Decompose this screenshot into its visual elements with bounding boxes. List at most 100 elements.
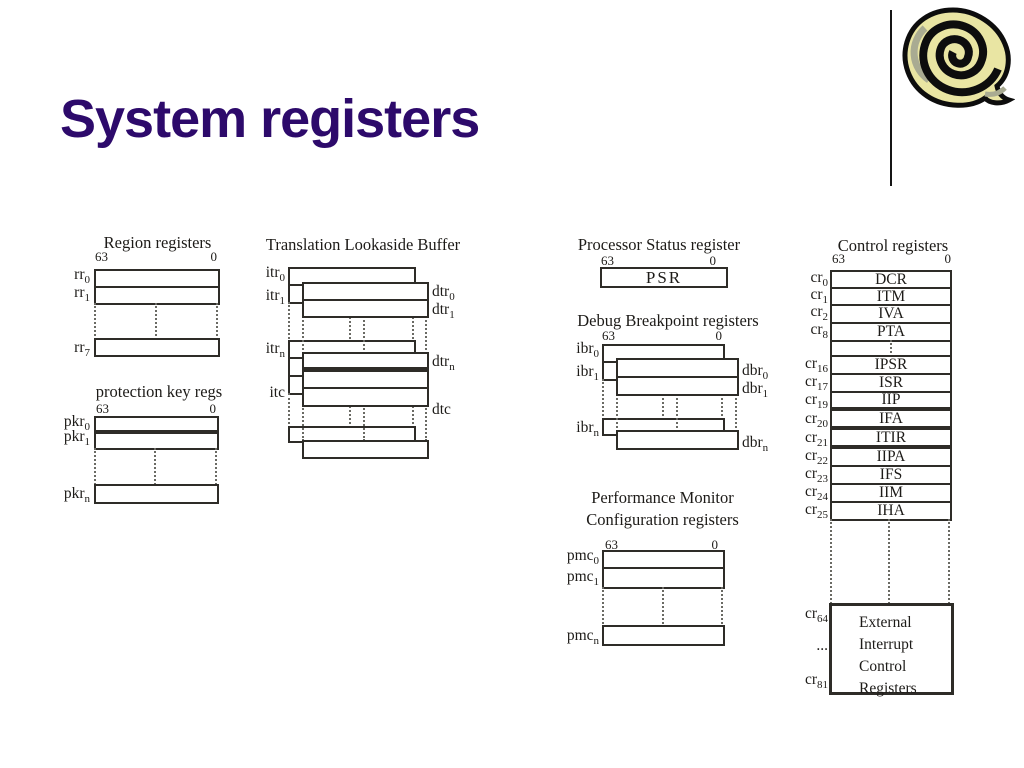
dbr0-label: dbr0 (742, 362, 769, 383)
dtrn-box (302, 352, 429, 371)
iip-row: IIP (830, 391, 952, 411)
dotted-line (94, 448, 96, 485)
cr25-label: cr25 (804, 501, 828, 522)
iva-row: IVA (830, 304, 952, 324)
page-title: System registers (60, 89, 480, 149)
cr19-label: cr19 (804, 391, 828, 412)
dbrn-label: dbrn (742, 434, 769, 455)
region-registers-title: Region registers (103, 233, 212, 252)
dotted-line (888, 519, 890, 604)
dtr0-label: dtr0 (432, 283, 455, 304)
itm-row: ITM (830, 287, 952, 306)
pkr1-box (94, 432, 219, 450)
dotted-line (288, 302, 290, 342)
control-bit-low: 0 (944, 251, 952, 266)
itc-label: itc (269, 384, 286, 401)
dotted-line (349, 302, 351, 342)
dtc-end-box (302, 440, 429, 459)
dotted-line (602, 379, 604, 420)
iim-row: IIM (830, 483, 952, 503)
itr0-label: itr0 (265, 264, 285, 285)
dotted-line (94, 303, 96, 340)
ifs-row: IFS (830, 465, 952, 485)
dtr1-label: dtr1 (432, 301, 455, 322)
pkr-dotted-gap (94, 448, 219, 485)
cr8-label: cr8 (810, 321, 828, 342)
control-small-gap (830, 340, 952, 357)
rr7-box (94, 338, 220, 357)
dbr1-box (616, 376, 739, 396)
vertical-divider (890, 10, 892, 186)
dotted-line (616, 394, 618, 432)
cr2-label: cr2 (810, 303, 828, 324)
cr16-label: cr16 (804, 355, 828, 376)
pmc0-label: pmc0 (566, 547, 599, 568)
pkr-bit-high: 63 (96, 401, 109, 416)
ifa-row: IFA (830, 409, 952, 430)
dotted-line (735, 394, 737, 432)
dotted-line (412, 302, 414, 342)
dtc-dotted-gap (302, 405, 429, 441)
region-bit-low: 0 (210, 249, 218, 264)
rr0-label: rr0 (74, 266, 90, 287)
dbr1-label: dbr1 (742, 380, 769, 401)
itc-dotted-gap (288, 393, 416, 428)
pkrn-label: pkrn (63, 485, 90, 506)
psr-bit-high: 63 (601, 253, 614, 268)
rr7-label: rr7 (74, 339, 90, 360)
pmcn-box (602, 625, 725, 646)
dotted-line (363, 405, 365, 441)
dotted-line (155, 303, 157, 340)
itr-dotted-gap (288, 302, 416, 342)
dotted-line (662, 379, 664, 420)
control-title: Control registers (837, 236, 949, 255)
pmcn-label: pmcn (566, 627, 599, 648)
dotted-line (721, 379, 723, 420)
pta-row: PTA (830, 322, 952, 342)
psr-bit-low: 0 (709, 253, 717, 268)
dotted-line (948, 519, 950, 604)
dotted-line (302, 316, 304, 354)
pkr0-label: pkr0 (63, 413, 90, 434)
ibr0-label: ibr0 (576, 340, 599, 361)
dotted-line (721, 587, 723, 627)
ibr-dotted-gap (602, 379, 725, 420)
dbr-title: Debug Breakpoint registers (577, 311, 759, 330)
dbr0-box (616, 358, 739, 378)
itrn-label: itrn (265, 340, 285, 361)
cr24-label: cr24 (804, 483, 828, 504)
external-interrupt-box: External Interrupt Control Registers (829, 603, 954, 697)
dotted-line (412, 393, 414, 428)
pmc-bit-high: 63 (605, 537, 618, 552)
dotted-line (363, 316, 365, 354)
dotted-line (302, 405, 304, 441)
cr-ellipsis-label: ... (816, 637, 828, 654)
cr21-label: cr21 (804, 429, 828, 450)
dotted-line (676, 394, 678, 432)
ipsr-row: IPSR (830, 355, 952, 375)
ibr1-label: ibr1 (576, 363, 599, 384)
itr1-label: itr1 (265, 287, 285, 308)
dotted-line (349, 393, 351, 428)
dotted-line (154, 448, 156, 485)
dotted-line (215, 448, 217, 485)
iipa-row: IIPA (830, 447, 952, 467)
dtrn-label: dtrn (432, 353, 455, 374)
pmc-bit-low: 0 (711, 537, 719, 552)
dtc-label: dtc (432, 401, 451, 418)
dotted-line (425, 405, 427, 441)
dtr-dotted-gap (302, 316, 429, 354)
dbrn-box (616, 430, 739, 450)
dbr-dotted-gap (616, 394, 739, 432)
cr64-label: cr64 (804, 605, 828, 626)
control-bit-high: 63 (832, 251, 845, 266)
dotted-line (425, 316, 427, 354)
dbr-bit-low: 0 (715, 328, 723, 343)
pkr1-label: pkr1 (63, 428, 90, 449)
dotted-line (216, 303, 218, 340)
isr-row: ISR (830, 373, 952, 393)
psr-box: PSR (600, 267, 728, 288)
pkr-title: protection key regs (95, 382, 223, 401)
cr17-label: cr17 (804, 373, 828, 394)
pkr-bit-low: 0 (209, 401, 217, 416)
